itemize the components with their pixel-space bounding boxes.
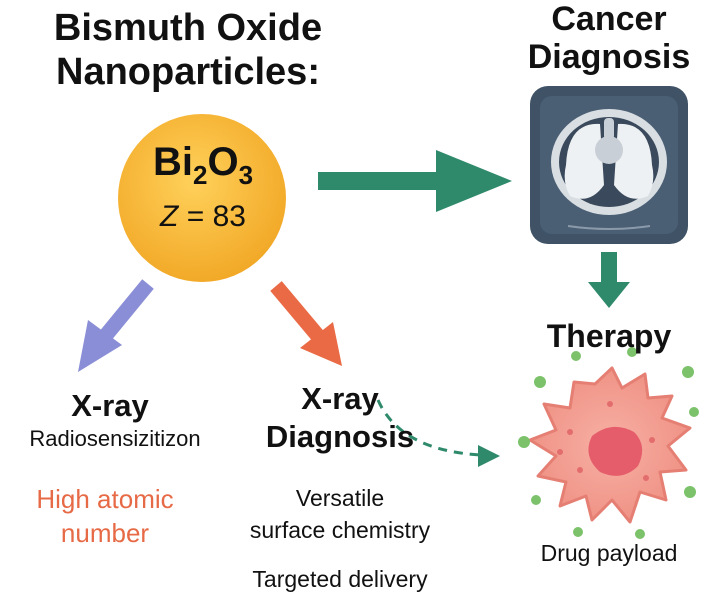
drug-payload-dots bbox=[518, 347, 699, 539]
nanoparticle-sphere bbox=[118, 114, 286, 282]
cancer-cell bbox=[528, 366, 692, 524]
left-branch-subheading: Radiosensizitizon bbox=[29, 426, 201, 451]
formula-label: Bi2O3 bbox=[152, 140, 254, 190]
title-line-1: Bismuth Oxide bbox=[53, 7, 323, 49]
mid-branch-note-2: Targeted delivery bbox=[252, 566, 428, 592]
cancer-diagnosis-heading: Cancer Diagnosis bbox=[527, 0, 691, 76]
mid-branch-note-1: Versatile surface chemistry bbox=[249, 485, 431, 543]
therapy-heading: Therapy bbox=[546, 318, 672, 354]
arrow-to-diagnosis bbox=[318, 150, 512, 212]
arrow-mid-branch bbox=[270, 281, 342, 366]
left-branch-heading: X-ray bbox=[71, 388, 149, 423]
mid-branch-heading: X-ray Diagnosis bbox=[265, 381, 415, 454]
atomic-number-label: Z = 83 bbox=[160, 200, 246, 233]
title: Bismuth Oxide Nanoparticles: bbox=[18, 6, 358, 94]
arrow-left-branch bbox=[78, 279, 154, 372]
dashed-arrow-to-cell bbox=[376, 399, 500, 467]
ct-scan-image bbox=[530, 86, 688, 244]
left-branch-note: High atomic number bbox=[36, 484, 174, 548]
title-line-2: Nanoparticles: bbox=[56, 51, 320, 93]
arrow-to-therapy bbox=[588, 252, 630, 308]
drug-payload-label: Drug payload bbox=[540, 540, 678, 566]
